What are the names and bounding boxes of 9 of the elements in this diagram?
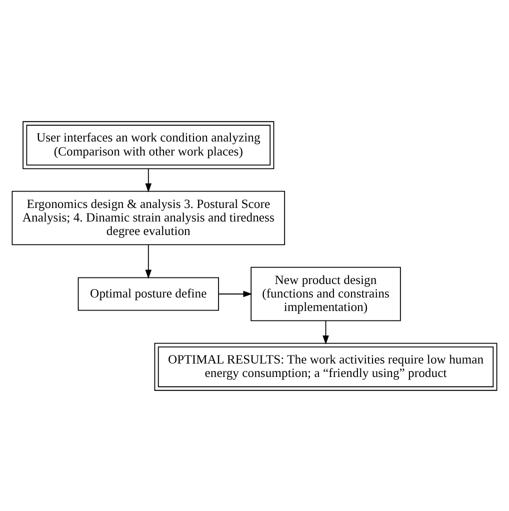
node-box: Ergonomics design & analysis 3. Postural Score Analysis; 4. Dinamic strain analysis and tiredness degree evalution xyxy=(12,190,286,245)
arrow xyxy=(145,168,152,192)
node-box: New product design (functions and constrains implementation) xyxy=(250,266,401,321)
node-box: User interfaces an work condition analyzing (Comparison with other work places) xyxy=(22,120,274,169)
arrow xyxy=(322,320,329,344)
arrow xyxy=(218,290,252,297)
arrow xyxy=(145,244,152,278)
node-box: Optimal posture define xyxy=(78,276,219,310)
node-box: OPTIMAL RESULTS: The work activities require low human energy consumption; a “friendly using” product xyxy=(154,342,498,390)
